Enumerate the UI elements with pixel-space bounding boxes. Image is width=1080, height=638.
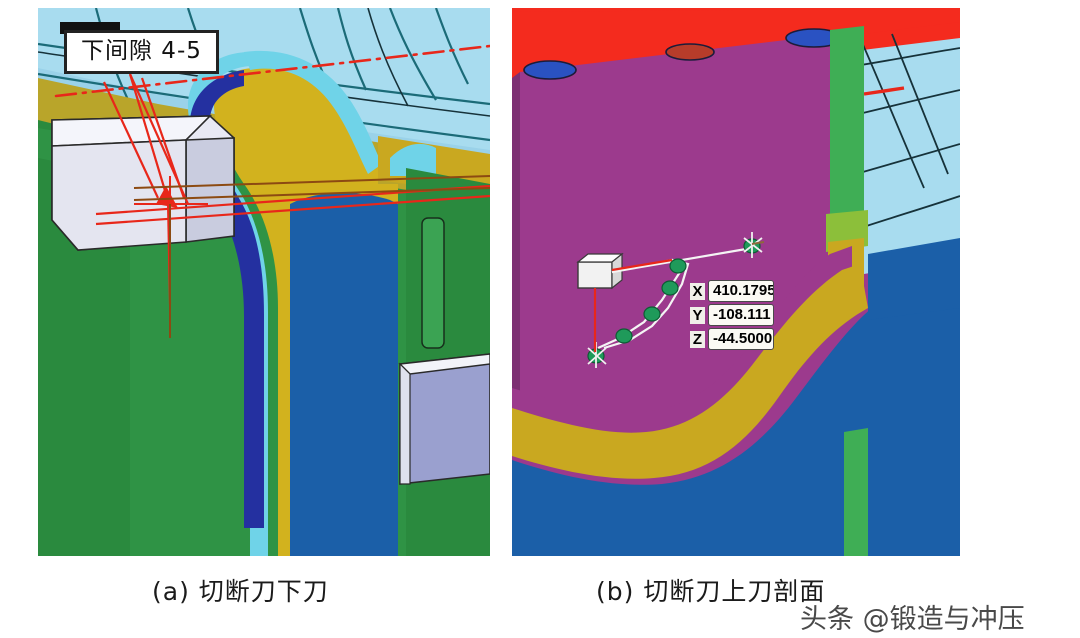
marker-brown-tick xyxy=(751,241,765,245)
viewport-panel-b[interactable]: X 410.1795 Y -108.111 Z -44.5000 xyxy=(512,8,960,556)
y-axis-label: Y xyxy=(690,306,705,324)
tool-block-upper xyxy=(51,115,235,251)
marker-cube xyxy=(576,252,624,290)
coordinate-readout[interactable]: X 410.1795 Y -108.111 Z -44.5000 xyxy=(690,280,774,350)
blue-oval-1 xyxy=(523,60,577,80)
caption-panel-a: (a) 切断刀下刀 xyxy=(152,577,329,606)
green-sliver-bottom xyxy=(844,428,868,556)
red-oval-1 xyxy=(665,43,715,61)
arrowhead-down xyxy=(156,186,178,208)
x-axis-label: X xyxy=(690,282,705,300)
red-mark-right xyxy=(863,86,905,96)
tool-block-lower xyxy=(398,353,490,485)
cad-scene-a xyxy=(38,8,490,556)
coordinate-row-x: X 410.1795 xyxy=(690,280,774,302)
y-value-field[interactable]: -108.111 xyxy=(708,304,774,326)
brown-line-2 xyxy=(133,187,490,201)
gold-lower-band xyxy=(512,264,868,479)
green-column-right xyxy=(830,26,864,228)
marker-red-leaders xyxy=(593,258,673,352)
coordinate-row-y: Y -108.111 xyxy=(690,304,774,326)
coordinate-row-z: Z -44.5000 xyxy=(690,328,774,350)
measurement-marker xyxy=(576,232,765,368)
publisher-watermark: 头条 @锻造与冲压 xyxy=(800,604,1025,635)
caption-panel-b: (b) 切断刀上刀剖面 xyxy=(596,577,826,606)
cyan-top-arc xyxy=(244,50,382,174)
callout-label-gap: 下间隙 4-5 xyxy=(64,30,219,75)
green-left-wall xyxy=(38,158,130,556)
x-value-field[interactable]: 410.1795 xyxy=(708,280,774,302)
z-axis-label: Z xyxy=(690,330,705,348)
viewport-panel-a[interactable]: 下间隙 4-5 xyxy=(38,8,490,556)
brown-line-1 xyxy=(133,175,490,189)
blue-right-block xyxy=(868,238,960,320)
cyan-notch-right xyxy=(390,143,436,176)
z-value-field[interactable]: -44.5000 xyxy=(708,328,774,350)
blue-block-fill xyxy=(290,216,398,556)
green-slot xyxy=(421,217,445,349)
red-construction-line xyxy=(54,44,490,98)
